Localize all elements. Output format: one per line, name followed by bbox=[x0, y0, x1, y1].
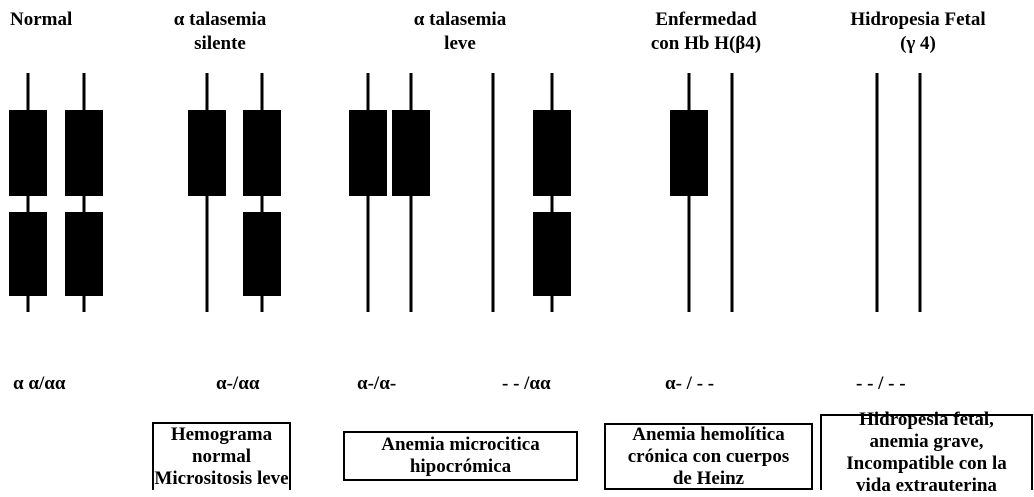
alpha-gene-upper bbox=[392, 110, 430, 196]
header-silent-thalassemia: α talasemia silente bbox=[173, 9, 267, 54]
alpha-gene-lower bbox=[533, 212, 571, 296]
header-mild-thalassemia: α talasemia leve bbox=[413, 9, 507, 54]
chromosome-normal-0 bbox=[9, 73, 47, 312]
alpha-gene-upper bbox=[65, 110, 103, 196]
alpha-gene-upper bbox=[533, 110, 571, 196]
alpha-gene-lower bbox=[243, 212, 281, 296]
phenotype-box-hydrops: Hidropesia fetal, anemia grave, Incompat… bbox=[820, 409, 1033, 496]
chromosome-silent-3 bbox=[243, 73, 281, 312]
alpha-gene-lower bbox=[9, 212, 47, 296]
header-normal: Normal bbox=[10, 9, 73, 30]
alpha-gene-upper bbox=[670, 110, 708, 196]
chromosome-hbh-8 bbox=[670, 73, 708, 312]
chromosome-mild_trans-5 bbox=[392, 73, 430, 312]
genotype-mild-trans: α-/α- bbox=[357, 373, 397, 394]
alpha-gene-upper bbox=[9, 110, 47, 196]
genotype-hbh: α- / - - bbox=[665, 373, 715, 394]
header-hydrops-fetalis: Hidropesia Fetal (γ 4) bbox=[850, 9, 986, 54]
genotype-mild-cis: - - /αα bbox=[502, 373, 551, 394]
alpha-gene-upper bbox=[349, 110, 387, 196]
phenotype-box-silent: Hemograma normal Micrositosis leve bbox=[152, 422, 291, 490]
genotype-normal: α α/αα bbox=[13, 373, 66, 394]
phenotype-box-mild: Anemia microcitica hipocrómica bbox=[343, 431, 578, 481]
header-hbh-disease: Enfermedad con Hb H(β4) bbox=[650, 9, 762, 54]
chromosome-mild_cis-7 bbox=[533, 73, 571, 312]
chromosome-silent-2 bbox=[188, 73, 226, 312]
genotype-silent: α-/αα bbox=[216, 373, 260, 394]
alpha-gene-lower bbox=[65, 212, 103, 296]
genotype-hydrops: - - / - - bbox=[856, 373, 906, 394]
alpha-gene-upper bbox=[243, 110, 281, 196]
alpha-gene-upper bbox=[188, 110, 226, 196]
chromosome-mild_trans-4 bbox=[349, 73, 387, 312]
chromosome-diagram bbox=[9, 73, 922, 312]
phenotype-box-hbh: Anemia hemolítica crónica con cuerpos de… bbox=[604, 423, 813, 490]
chromosome-normal-1 bbox=[65, 73, 103, 312]
